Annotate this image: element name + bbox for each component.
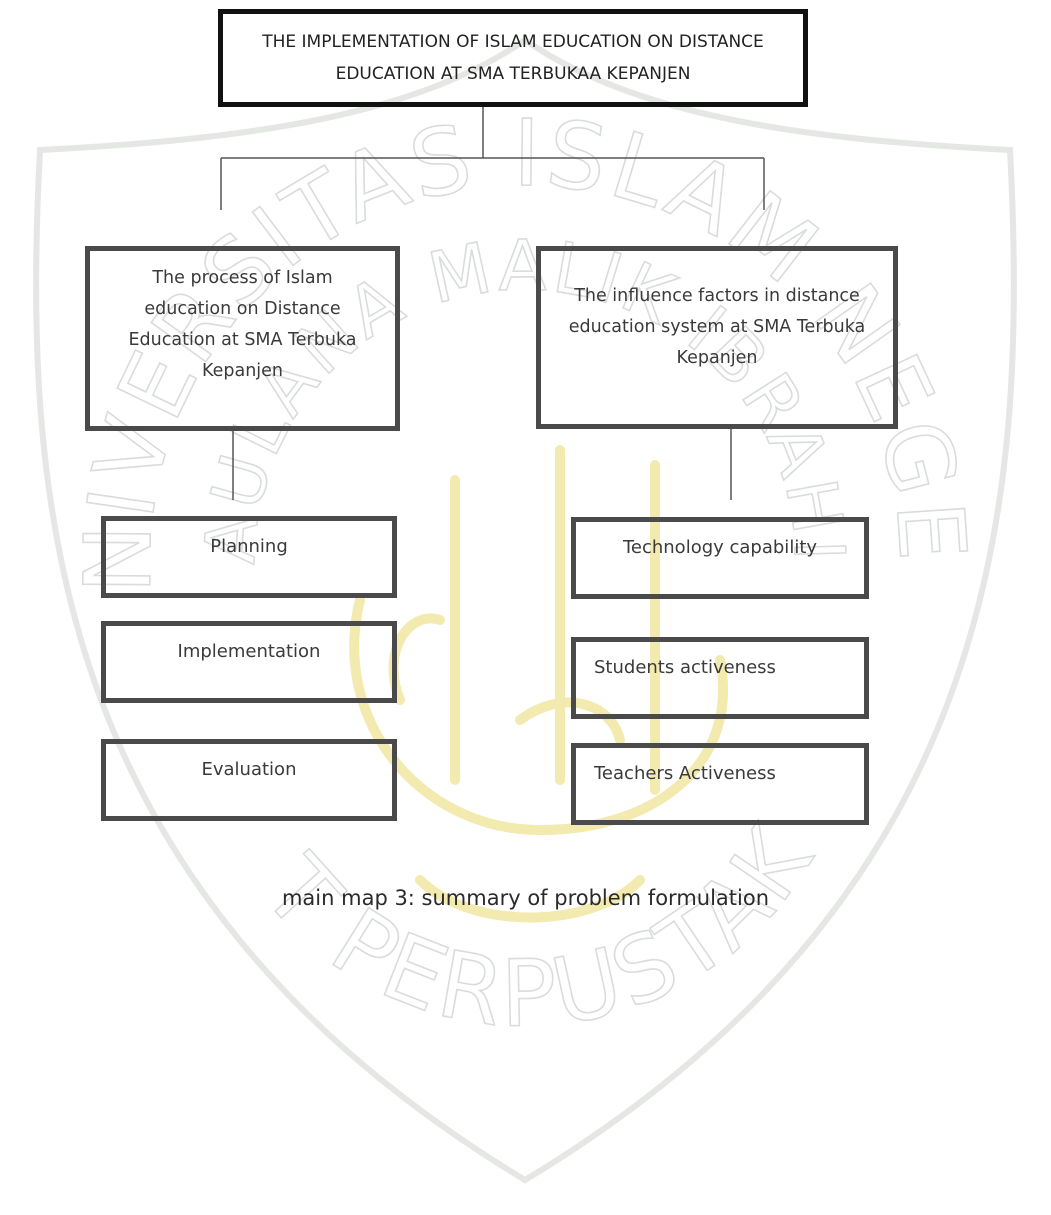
technology-capability-label: Technology capability — [622, 537, 818, 558]
implementation-label: Implementation — [177, 641, 321, 662]
left-branch-label: The process of Islam education on Distan… — [128, 268, 357, 381]
implementation-box: Implementation — [101, 621, 397, 703]
title-text: THE IMPLEMENTATION OF ISLAM EDUCATION ON… — [262, 32, 764, 84]
students-activeness-label: Students activeness — [594, 657, 776, 678]
planning-label: Planning — [210, 536, 288, 557]
evaluation-box: Evaluation — [101, 739, 397, 821]
figure-caption: main map 3: summary of problem formulati… — [281, 886, 770, 910]
title-box: THE IMPLEMENTATION OF ISLAM EDUCATION ON… — [218, 9, 808, 107]
left-branch-box: The process of Islam education on Distan… — [85, 246, 400, 431]
teachers-activeness-box: Teachers Activeness — [571, 743, 869, 825]
technology-capability-box: Technology capability — [571, 517, 869, 599]
right-branch-label: The influence factors in distance educat… — [568, 286, 866, 368]
teachers-activeness-label: Teachers Activeness — [594, 763, 776, 784]
students-activeness-box: Students activeness — [571, 637, 869, 719]
evaluation-label: Evaluation — [201, 759, 297, 780]
planning-box: Planning — [101, 516, 397, 598]
right-branch-box: The influence factors in distance educat… — [536, 246, 898, 429]
